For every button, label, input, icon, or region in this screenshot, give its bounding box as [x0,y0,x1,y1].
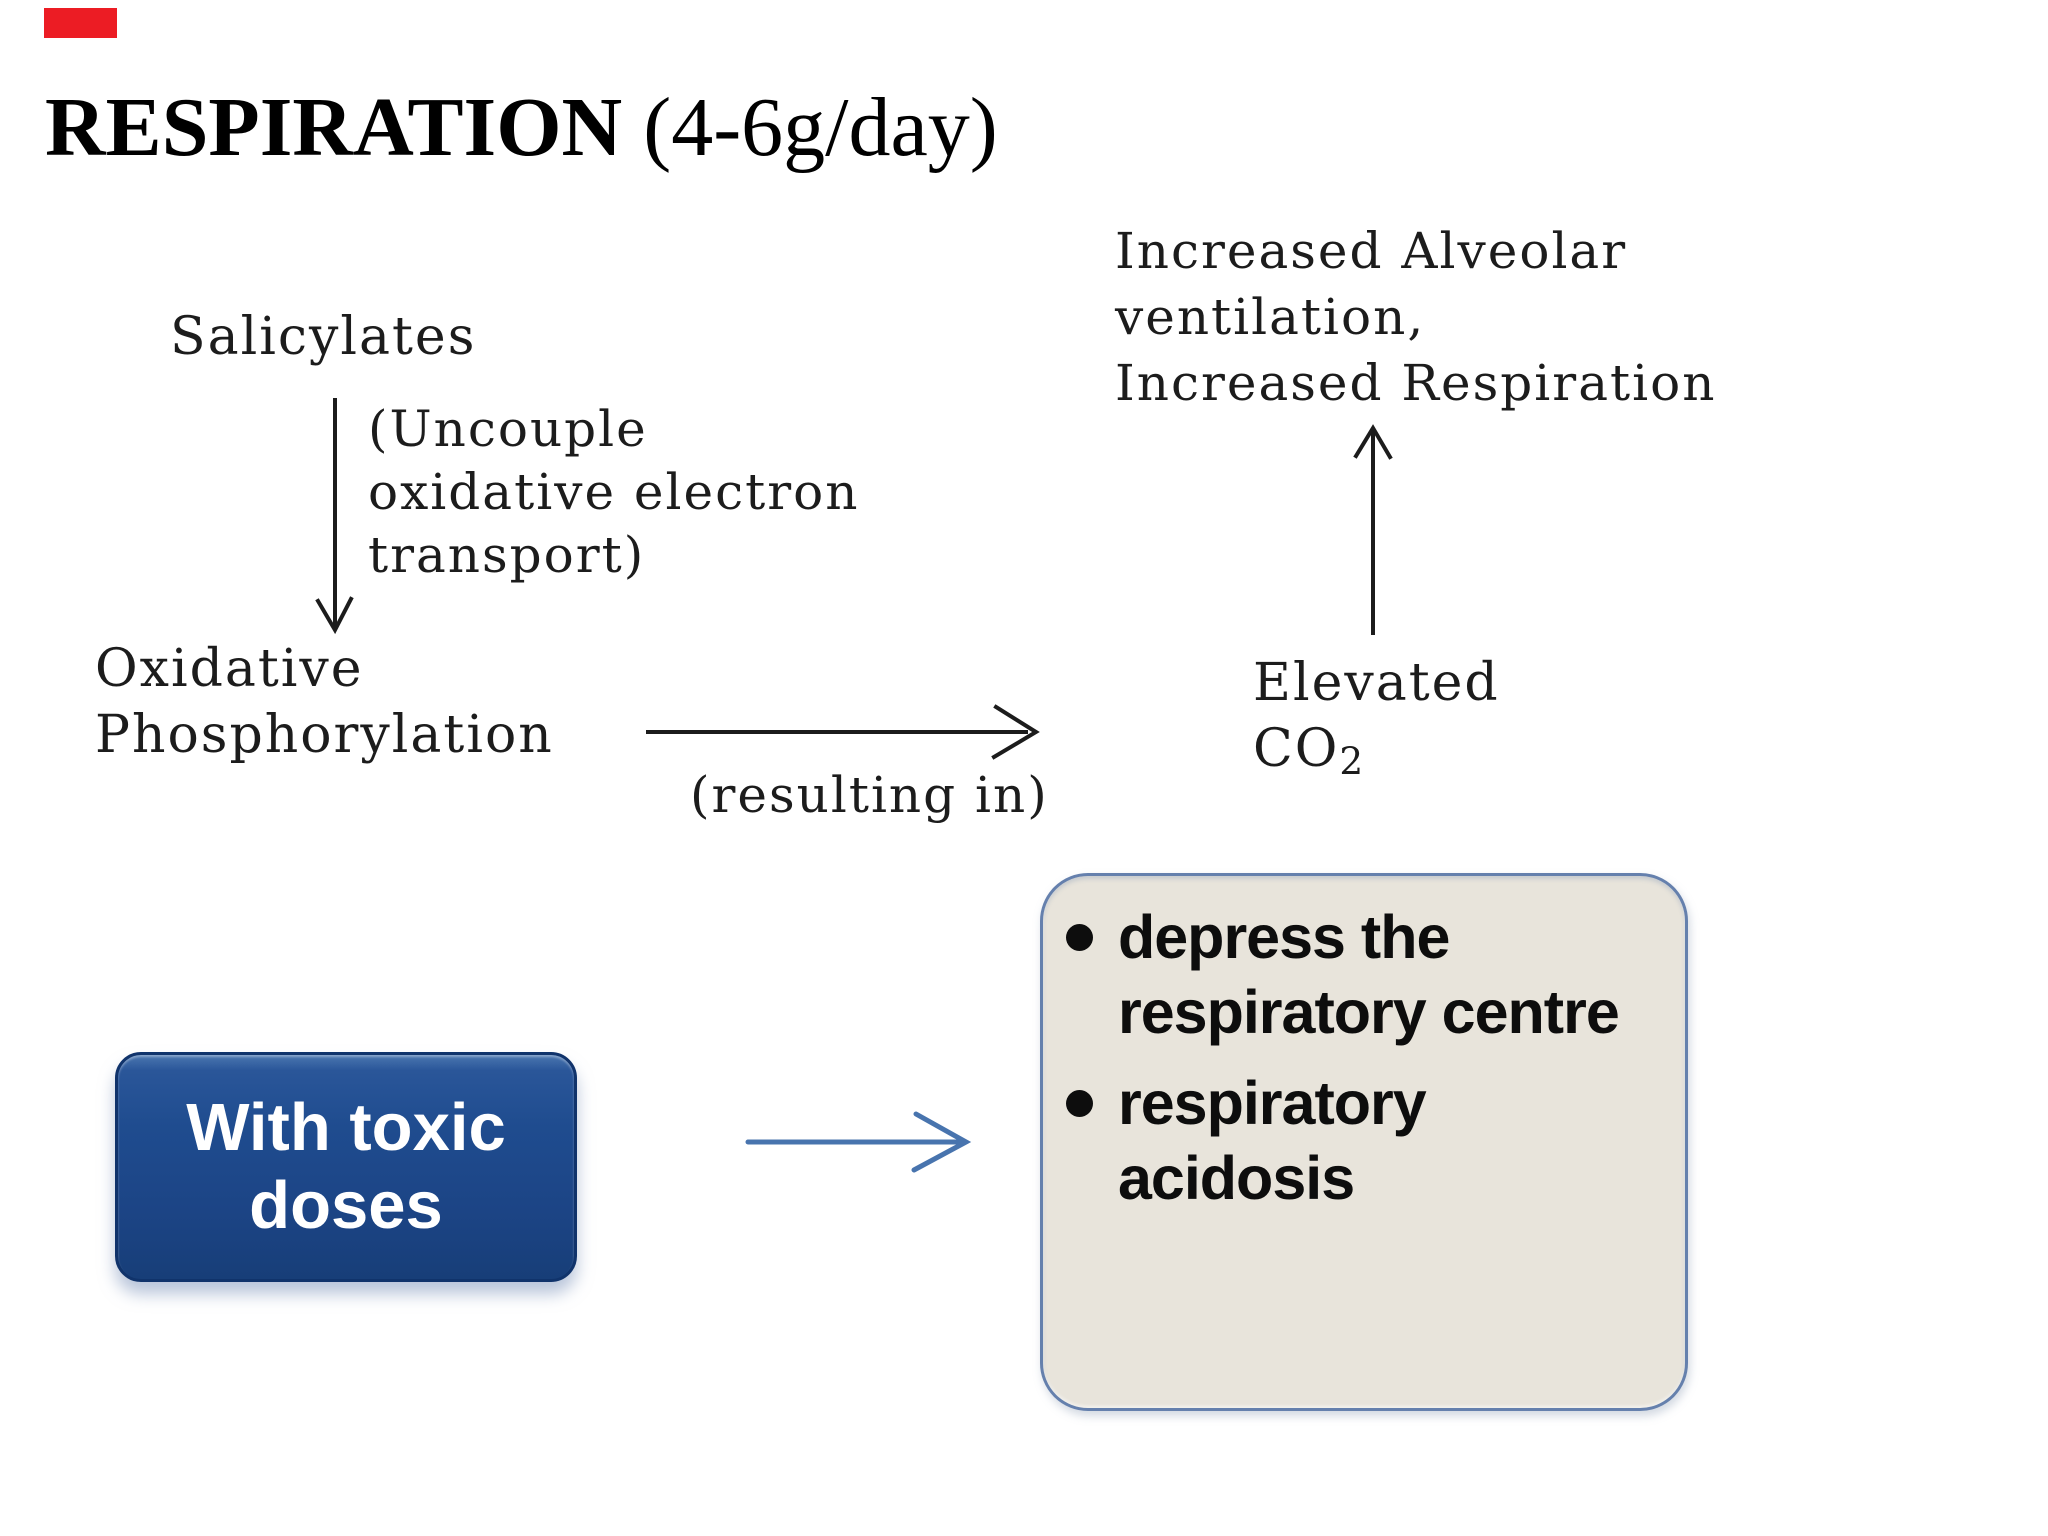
effects-list: depress the respiratory centre respirato… [1066,900,1665,1216]
bullet-dot [1066,1090,1093,1117]
page-title-suffix: (4-6g/day) [622,81,998,174]
effects-box: depress the respiratory centre respirato… [1040,873,1688,1411]
page-title: RESPIRATION (4-6g/day) [45,81,998,174]
increased-ventilation-label: Increased Alveolar ventilation, Increase… [1115,218,1716,416]
list-item: depress the respiratory centre [1066,900,1665,1050]
resulting-in-label: (resulting in) [690,766,1049,824]
co2-subscript: 2 [1339,739,1364,784]
label-line: oxidative electron [368,463,860,521]
label-line: respiratory [1118,1069,1427,1137]
list-item: respiratory acidosis [1066,1066,1665,1216]
toxic-box-line: With toxic [186,1090,506,1165]
label-line: respiratory centre [1118,978,1620,1046]
red-marker [44,8,117,38]
right-arrow [646,704,1040,760]
down-arrow [315,398,354,635]
label-line: Oxidative [95,639,364,699]
toxic-box-line: doses [249,1168,443,1243]
label-line: depress the [1118,903,1450,971]
salicylates-label: Salicylates [170,307,477,367]
bullet-text: respiratory acidosis [1118,1066,1427,1216]
label-line: Elevated [1253,653,1500,713]
page-title-main: RESPIRATION [45,81,623,174]
label-line: CO2 [1253,719,1364,784]
elevated-co2-label: Elevated CO2 [1253,650,1500,794]
bullet-text: depress the respiratory centre [1118,900,1620,1050]
label-line: Increased Respiration [1115,354,1717,412]
label-line: ventilation, [1115,288,1426,346]
toxic-doses-box: With toxic doses [115,1052,577,1282]
bullet-dot [1066,924,1093,951]
label-line: Phosphorylation [95,705,554,765]
toxic-effects-arrow [745,1111,972,1173]
label-line: (Uncouple [368,400,648,458]
oxidative-phosphorylation-label: Oxidative Phosphorylation [95,636,554,768]
uncouple-label: (Uncouple oxidative electron transport) [368,398,859,587]
label-line: Increased Alveolar [1115,222,1628,280]
up-arrow [1353,424,1393,635]
label-line: transport) [368,526,646,584]
label-line: acidosis [1118,1144,1355,1212]
